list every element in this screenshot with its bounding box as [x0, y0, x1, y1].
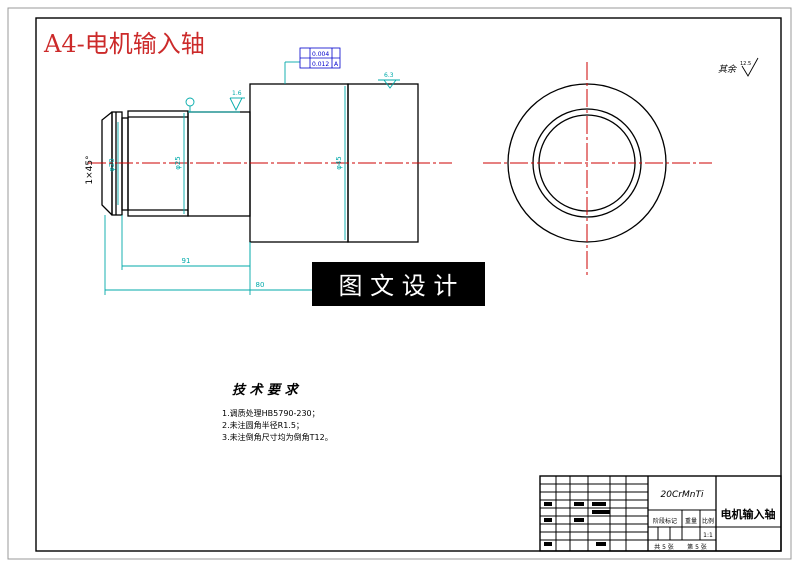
tolerance-row2-value: 0.012: [312, 61, 329, 68]
requirement-item-2: 2.未注圆角半径R1.5；: [222, 420, 304, 430]
weight-label: 重量: [685, 517, 697, 525]
stage-label: 阶段标记: [653, 517, 677, 525]
tolerance-row1-value: 0.004: [312, 51, 329, 58]
sheet-title: A4-电机输入轴: [43, 30, 205, 58]
diameter-1-label: φ20: [108, 158, 116, 172]
requirements-heading: 技 术 要 求: [232, 382, 300, 398]
tolerance-row2-datum: A: [334, 61, 339, 68]
tolerance-frame: [299, 47, 341, 69]
scale-value: 1:1: [703, 532, 713, 539]
roughness-note: 其余: [718, 64, 737, 75]
roughness-value: 12.5: [740, 61, 751, 67]
sheets-total: 共 5 张: [654, 543, 674, 551]
outer-border: [7, 7, 792, 560]
diameter-2-label: φ25: [174, 156, 182, 170]
watermark-box: [312, 262, 485, 306]
length-total-label: 80: [256, 281, 265, 289]
diameter-3-label: φ45: [335, 156, 343, 170]
sheet-number: 第 5 张: [687, 543, 707, 551]
material-label: 20CrMnTi: [661, 490, 704, 500]
inner-border: [35, 17, 782, 552]
scale-label: 比例: [702, 517, 714, 525]
chamfer-dimension: 1×45°: [85, 155, 95, 184]
length-1-label: 91: [182, 257, 191, 265]
roughness-symbol: [741, 57, 759, 77]
title-block: [539, 475, 782, 552]
requirement-item-3: 3.未注倒角尺寸均为倒角T12。: [222, 432, 333, 442]
front-dimensions: [104, 61, 415, 295]
part-name-label: 电机输入轴: [721, 507, 776, 521]
roughness-mark-2: 6.3: [384, 72, 394, 79]
roughness-mark-1: 1.6: [232, 90, 242, 97]
watermark-text: 图 文 设 计: [339, 272, 458, 300]
title-block-marks: [544, 502, 610, 546]
requirement-item-1: 1.调质处理HB5790-230；: [222, 408, 320, 418]
